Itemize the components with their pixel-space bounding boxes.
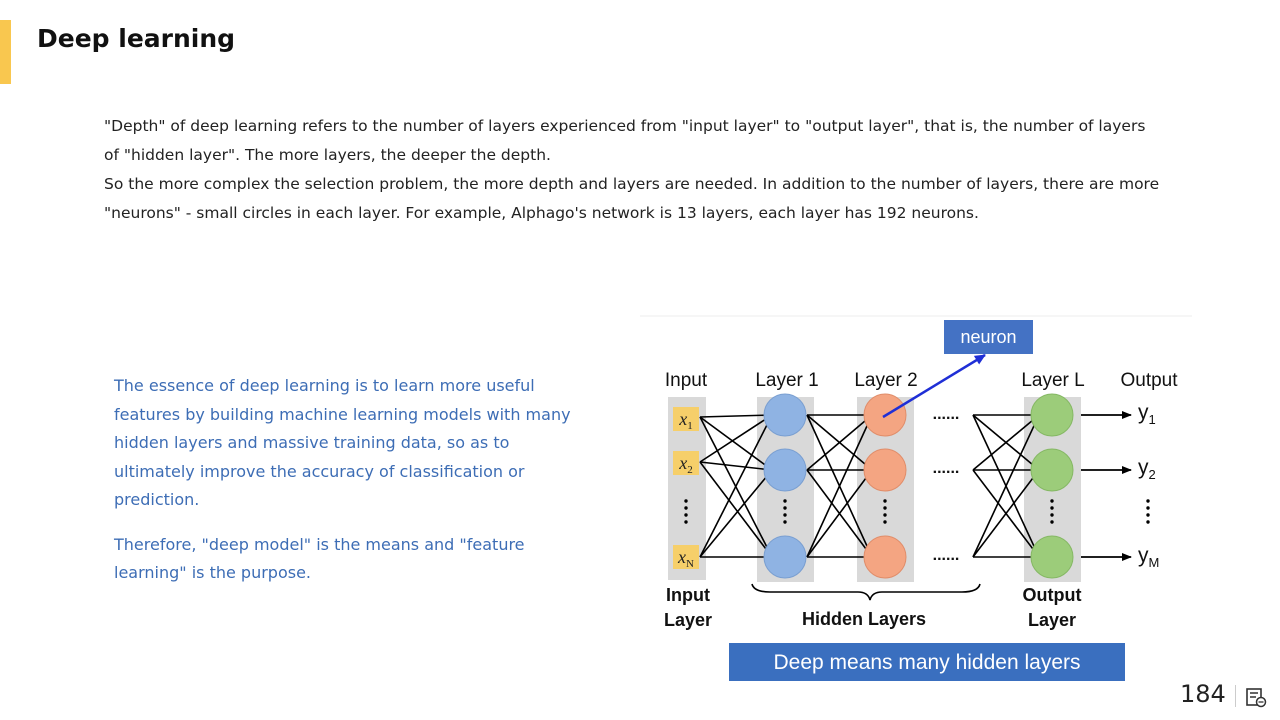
input-xN-label: x: [677, 547, 686, 567]
header-layer2: Layer 2: [854, 370, 917, 391]
neuron-label-box: [944, 320, 1033, 354]
input-box-x1: [673, 407, 699, 431]
output-yM-label: y: [1138, 544, 1149, 567]
slide-note-icon[interactable]: [1245, 686, 1267, 708]
output-y1-subscript: 1: [1149, 412, 1156, 427]
layerL-neuron-2: [1030, 448, 1074, 492]
svg-text:y1: y1: [1138, 401, 1156, 427]
header-output: Output: [1120, 370, 1178, 391]
layer1-neuron-1: [763, 393, 807, 437]
intro-paragraph-2: So the more complex the selection proble…: [104, 175, 1160, 222]
side-paragraph-1: The essence of deep learning is to learn…: [114, 376, 571, 509]
layer2-neuron-n: [863, 535, 907, 579]
svg-text:x1: x1: [678, 409, 693, 432]
header-input: Input: [665, 370, 708, 391]
layerL-neuron-1: [1030, 393, 1074, 437]
intro-text: "Depth" of deep learning refers to the n…: [104, 112, 1164, 228]
ellipsis-row-2: ......: [933, 460, 960, 477]
ellipsis-row-1: ......: [933, 406, 960, 423]
ellipsis-row-n: ......: [933, 547, 960, 564]
input-x2-subscript: 2: [687, 464, 693, 476]
output-arrows: [1081, 411, 1132, 561]
output-y2-label: y: [1138, 456, 1149, 479]
label-output-layer-line2: Layer: [1028, 610, 1076, 630]
banner-box: [729, 643, 1125, 681]
layer1-neuron-n: [763, 535, 807, 579]
svg-text:yM: yM: [1138, 544, 1159, 570]
input-xN-subscript: N: [686, 558, 694, 570]
header-layer1: Layer 1: [755, 370, 818, 391]
side-text: The essence of deep learning is to learn…: [114, 372, 594, 604]
hidden-layers-brace: [751, 583, 981, 601]
vertical-ellipses: [684, 499, 1150, 524]
intro-paragraph-1: "Depth" of deep learning refers to the n…: [104, 117, 1146, 164]
layerL-neuron-n: [1030, 535, 1074, 579]
label-output-layer-line1: Output: [1023, 585, 1082, 605]
input-x1-subscript: 1: [687, 420, 693, 432]
neuron-pointer-arrow: [882, 353, 986, 419]
banner-text: Deep means many hidden layers: [773, 651, 1080, 674]
neuron-label: neuron: [960, 327, 1016, 347]
label-hidden-layers: Hidden Layers: [802, 609, 926, 629]
side-paragraph-2: Therefore, "deep model" is the means and…: [114, 534, 525, 583]
neural-network-figure: neuron Input Layer 1 Layer 2 Layer L Out…: [640, 315, 1192, 685]
layer1-neuron-2: [763, 448, 807, 492]
header-layerL: Layer L: [1021, 370, 1084, 391]
input-box-x2: [673, 451, 699, 475]
svg-text:x2: x2: [678, 453, 693, 476]
connections-to-layerL: [972, 414, 1040, 558]
connections-layer1-layer2: [806, 414, 873, 558]
output-yM-subscript: M: [1149, 555, 1160, 570]
input-x1-label: x: [678, 409, 687, 429]
slide-title: Deep learning: [37, 24, 236, 53]
input-x2-label: x: [678, 453, 687, 473]
page-number: 184: [1180, 680, 1226, 708]
label-input-layer-line1: Input: [666, 585, 710, 605]
svg-text:xN: xN: [677, 547, 694, 570]
title-accent-bar: [0, 20, 11, 84]
page-number-divider: [1235, 685, 1236, 707]
input-box-xN: [673, 545, 699, 569]
label-input-layer-line2: Layer: [664, 610, 712, 630]
svg-text:y2: y2: [1138, 456, 1156, 482]
connections-input-layer1: [699, 414, 773, 558]
output-y1-label: y: [1138, 401, 1149, 424]
output-y2-subscript: 2: [1149, 467, 1156, 482]
layer2-neuron-2: [863, 448, 907, 492]
